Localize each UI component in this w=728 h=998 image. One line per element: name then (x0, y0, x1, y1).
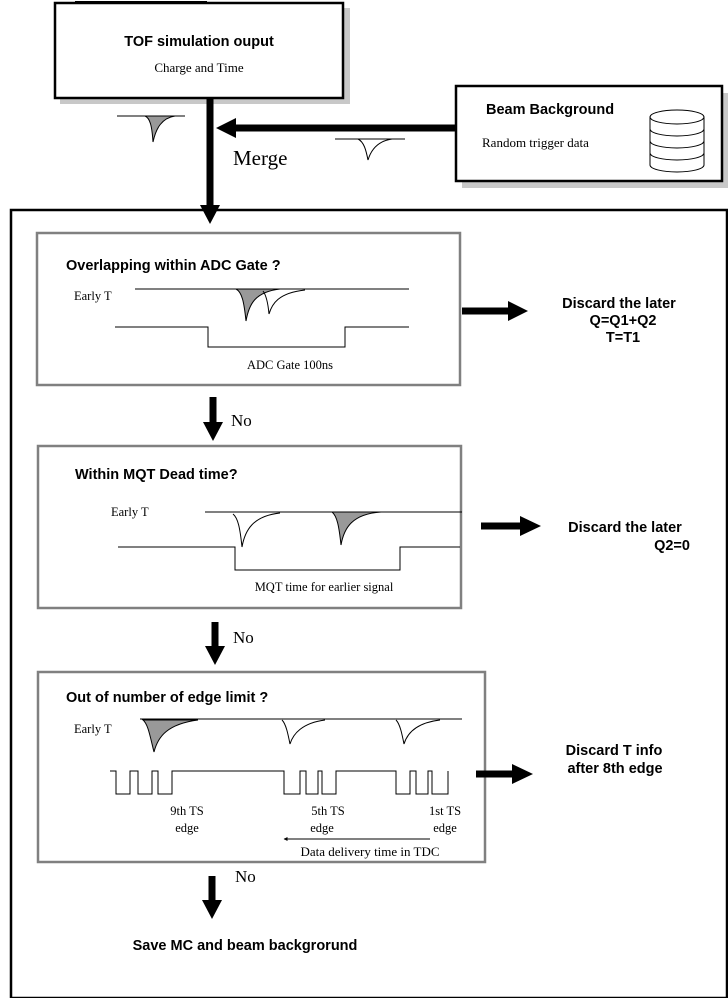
background-title: Beam Background (486, 102, 614, 118)
result-arrow-1 (462, 301, 528, 321)
background-box: Beam Background Random trigger data (454, 84, 728, 188)
gate-label: MQT time for earlier signal (255, 580, 394, 594)
result-edge: Discard T info after 8th edge (566, 743, 663, 777)
result-arrow-3 (476, 764, 533, 784)
check-mqt-dead-time: Within MQT Dead time? Early T MQT time f… (36, 444, 463, 610)
result-arrow-2 (481, 516, 541, 536)
source-subtitle: Charge and Time (154, 60, 244, 75)
no-label: No (233, 628, 254, 647)
delivery-label: Data delivery time in TDC (300, 844, 439, 859)
trunk-arrow (200, 98, 220, 224)
no-label: No (231, 411, 252, 430)
svg-text:Q2=0: Q2=0 (654, 538, 690, 554)
early-t-label: Early T (74, 722, 112, 736)
no-label: No (235, 867, 256, 886)
pulse-icon-background (335, 138, 405, 161)
result-mqt: Discard the later Q2=0 (568, 520, 690, 554)
edge-label: edge (175, 821, 199, 835)
pulse-icon-source (117, 115, 185, 143)
result-adc: Discard the later Q=Q1+Q2 T=T1 (562, 296, 676, 346)
check-adc-gate: Overlapping within ADC Gate ? Early T AD… (35, 231, 462, 387)
no-arrow-1: No (203, 397, 252, 441)
svg-text:Discard the later: Discard the later (568, 520, 682, 536)
edge-label: edge (310, 821, 334, 835)
svg-text:Q=Q1+Q2: Q=Q1+Q2 (590, 313, 657, 329)
svg-text:T=T1: T=T1 (606, 330, 640, 346)
edge-label: 1st TS (429, 804, 461, 818)
check-title: Within MQT Dead time? (75, 467, 238, 483)
merge-label: Merge (233, 146, 287, 170)
svg-text:Discard the later: Discard the later (562, 296, 676, 312)
edge-label: 9th TS (170, 804, 204, 818)
merge-arrow (216, 118, 455, 138)
no-arrow-3: No (202, 867, 256, 919)
check-title: Overlapping within ADC Gate ? (66, 258, 281, 274)
gate-label: ADC Gate 100ns (247, 358, 333, 372)
early-t-label: Early T (111, 505, 149, 519)
check-title: Out of number of edge limit ? (66, 690, 268, 706)
svg-text:after 8th edge: after 8th edge (567, 761, 662, 777)
early-t-label: Early T (74, 289, 112, 303)
database-icon (649, 109, 705, 173)
final-step: Save MC and beam backgrorund (133, 938, 358, 954)
edge-label: 5th TS (311, 804, 345, 818)
main-frame (9, 208, 728, 998)
edge-label: edge (433, 821, 457, 835)
check-edge-limit: Out of number of edge limit ? Early T 9t… (36, 670, 487, 864)
svg-text:Discard T info: Discard T info (566, 743, 663, 759)
source-box-frame: TOF simulation ouput Charge and Time (53, 1, 350, 104)
source-title: TOF simulation ouput (124, 34, 274, 50)
background-subtitle: Random trigger data (482, 135, 589, 150)
no-arrow-2: No (205, 622, 254, 665)
